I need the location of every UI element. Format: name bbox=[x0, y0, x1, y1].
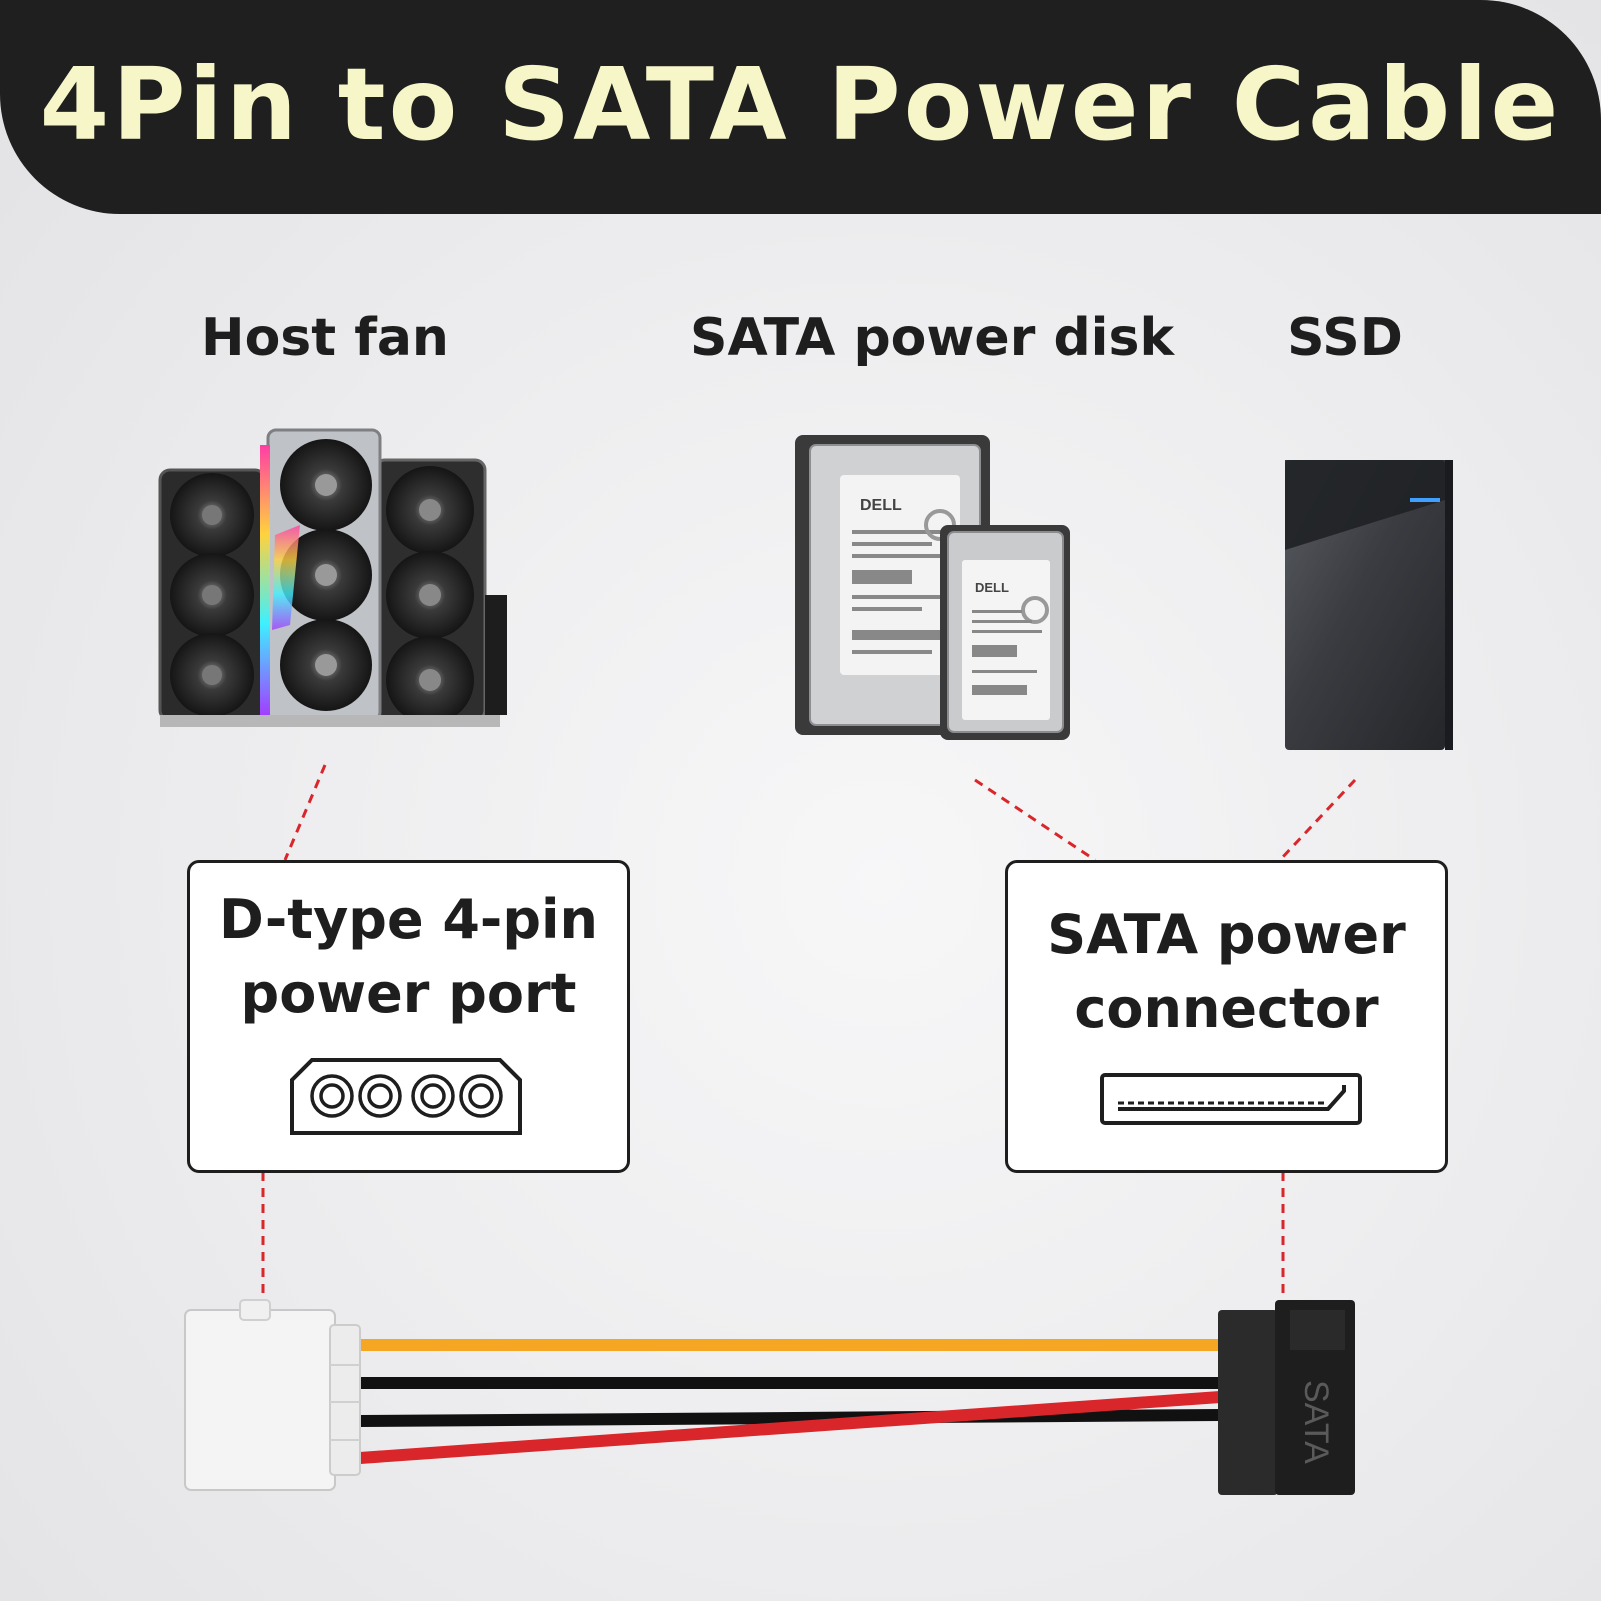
sata-callout-line1: SATA power bbox=[1047, 903, 1406, 966]
wire-2 bbox=[359, 1409, 1221, 1427]
sata-port-icon bbox=[1100, 1073, 1362, 1125]
center-graphics-card bbox=[260, 428, 382, 722]
molex-callout-box: D-type 4-pin power port bbox=[187, 860, 630, 1173]
sata-callout-box: SATA power connector bbox=[1005, 860, 1448, 1173]
molex-port-icon bbox=[290, 1058, 522, 1135]
ssd-leader-line bbox=[1278, 778, 1357, 862]
title-banner: 4Pin to SATA Power Cable bbox=[0, 0, 1601, 214]
molex-connector bbox=[184, 1299, 361, 1491]
sata-connector: SATA bbox=[1218, 1300, 1355, 1495]
svg-text:DELL: DELL bbox=[860, 497, 902, 514]
right-graphics-card bbox=[372, 458, 507, 724]
hard-disks-image: DELL DELL bbox=[795, 435, 1070, 740]
ssd-image bbox=[1285, 460, 1453, 750]
sata-callout-line2: connector bbox=[1074, 977, 1379, 1040]
sata-power-disk-label: SATA power disk bbox=[690, 308, 1175, 368]
cable-wires bbox=[359, 1339, 1221, 1464]
large-hdd: DELL bbox=[795, 435, 990, 735]
molex-callout-line1: D-type 4-pin bbox=[219, 888, 598, 951]
sata-connector-marking: SATA bbox=[1297, 1380, 1335, 1464]
ssd-label: SSD bbox=[1287, 308, 1403, 368]
wire-3 bbox=[359, 1391, 1221, 1464]
host-fan-label: Host fan bbox=[201, 308, 449, 368]
graphics-cards-image bbox=[158, 428, 507, 727]
svg-text:DELL: DELL bbox=[975, 580, 1009, 595]
host-fan-leader-line bbox=[283, 764, 327, 861]
disk-leader-line bbox=[974, 778, 1096, 862]
small-hdd: DELL bbox=[940, 525, 1070, 740]
cable-image: SATA bbox=[184, 1299, 1355, 1495]
page-title: 4Pin to SATA Power Cable bbox=[39, 46, 1562, 163]
molex-callout-line2: power port bbox=[240, 962, 577, 1025]
left-graphics-card bbox=[158, 468, 267, 722]
